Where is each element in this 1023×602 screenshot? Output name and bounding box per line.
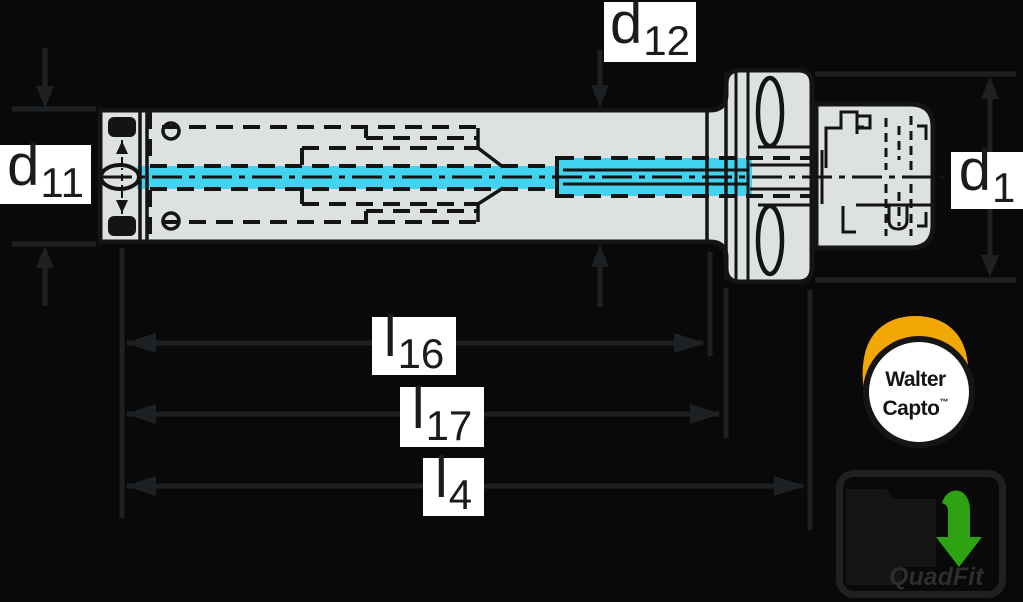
clamp-screw-bottom [108, 216, 136, 236]
l16-arrowhead-left [125, 333, 156, 353]
d12-subscript: 12 [643, 17, 690, 64]
shaft-details [138, 110, 709, 242]
l16-symbol: l [383, 304, 397, 369]
capto-mechanism [820, 110, 931, 236]
quadfit-logo: QuadFit [836, 470, 1006, 598]
walter-capto-logo-text: Walter Capto™ [843, 369, 988, 420]
d11-subscript: 11 [40, 159, 84, 206]
walter-capto-logo-shape [862, 316, 975, 448]
l4-symbol: l [434, 445, 448, 510]
flange-details [724, 72, 816, 280]
l4-arrowhead-right [774, 476, 805, 496]
coolant-channel-narrow [137, 166, 557, 189]
d12-arrowhead-top [591, 85, 609, 107]
screw-hole-bottom [161, 211, 181, 231]
clamp-screw-top [108, 117, 136, 137]
d12-arrowhead-bottom [591, 245, 609, 267]
logo-line2: Capto™ [882, 397, 949, 420]
d1-arrowhead-bottom [981, 255, 999, 277]
d11-arrowhead-bottom [36, 246, 54, 268]
hidden-bore-lines [148, 112, 812, 240]
walter-capto-logo: Walter Capto™ [843, 313, 988, 467]
l4-subscript: 4 [448, 471, 473, 518]
l17-arrowhead-left [125, 404, 156, 424]
d1-subscript: 1 [991, 164, 1016, 211]
tool-silhouette [846, 489, 936, 585]
quadfit-green-arrow-icon [936, 490, 982, 567]
l16-arrowhead-right [674, 333, 705, 353]
d1-arrowhead-top [981, 77, 999, 99]
screw-hole-top [161, 121, 181, 141]
d12-symbol: d [610, 0, 643, 56]
quadfit-logo-text: QuadFit [889, 563, 984, 591]
logo-line1: Walter [885, 368, 946, 391]
l17-arrowhead-right [690, 404, 721, 424]
d11-arrowhead-top [36, 86, 54, 108]
d11-symbol: d [7, 133, 40, 198]
l17-symbol: l [411, 376, 425, 441]
d1-symbol: d [958, 138, 991, 203]
logo-inner-circle [863, 336, 975, 448]
l4-arrowhead-left [125, 476, 156, 496]
trademark-symbol: ™ [939, 397, 949, 407]
l17-subscript: 17 [425, 402, 473, 449]
l16-subscript: 16 [397, 330, 445, 377]
quadfit-logo-graphic [846, 489, 982, 585]
